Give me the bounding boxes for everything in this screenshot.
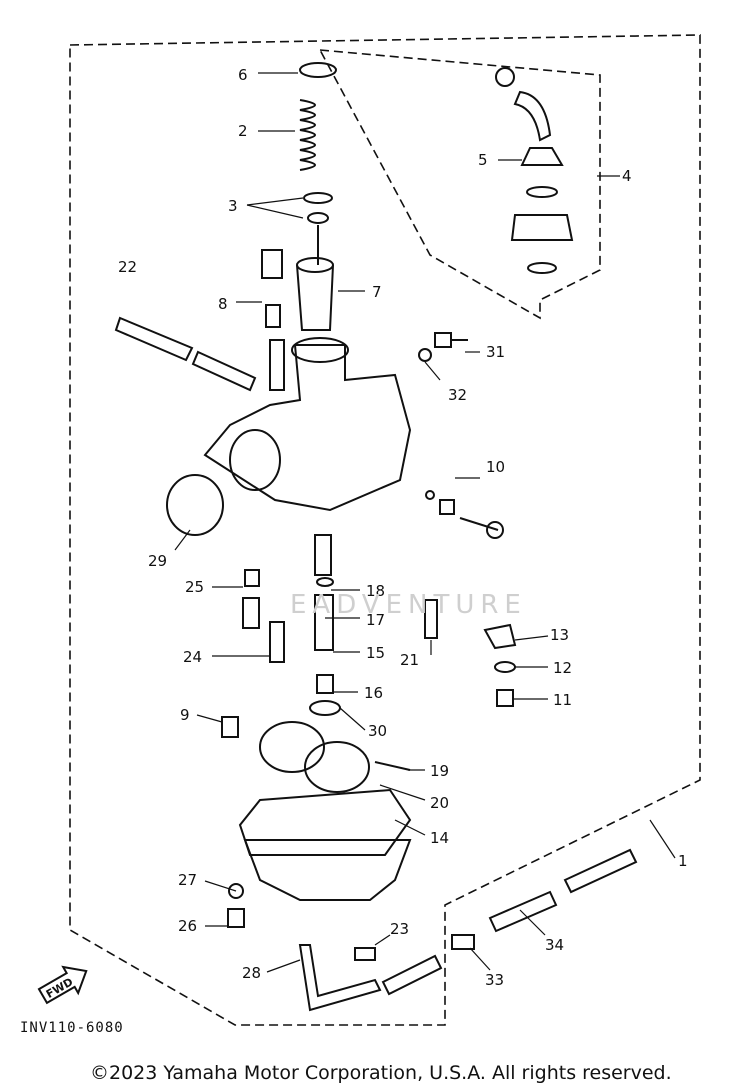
- part-labels: 6 2 3 4 5 7 8 22 31 32 10 29 25 18 17 15…: [118, 66, 688, 989]
- part-6-washer: [299, 62, 337, 78]
- reference-code: INV110-6080: [20, 1020, 124, 1036]
- part-27-washer: [228, 883, 244, 899]
- part-16-main-jet: [316, 674, 334, 694]
- part-2-spring: [299, 99, 316, 171]
- label-24: 24: [183, 648, 202, 666]
- vent-tube-upper: [563, 848, 638, 894]
- part-26-drain-plug: [227, 908, 245, 928]
- part-23-drain-screw: [354, 947, 376, 961]
- label-6: 6: [238, 66, 248, 84]
- label-8: 8: [218, 295, 228, 313]
- part-24-jet: [269, 621, 285, 663]
- label-30: 30: [368, 722, 387, 740]
- label-7: 7: [372, 283, 382, 301]
- assembly-boundary: [69, 34, 701, 1026]
- label-19: 19: [430, 762, 449, 780]
- label-23: 23: [390, 920, 409, 938]
- label-12: 12: [553, 659, 572, 677]
- part-29-gasket: [166, 474, 224, 536]
- label-28: 28: [242, 964, 261, 982]
- part-7-throttle-valve: [296, 257, 334, 331]
- label-22: 22: [118, 258, 137, 276]
- label-26: 26: [178, 917, 197, 935]
- fwd-arrow-icon: FWD: [37, 965, 88, 1005]
- vent-tube-lower: [381, 954, 443, 996]
- label-1: 1: [678, 852, 688, 870]
- label-9: 9: [180, 706, 190, 724]
- part-18-needle-jet: [314, 534, 332, 576]
- part-22-tube: [114, 316, 257, 392]
- label-27: 27: [178, 871, 197, 889]
- fwd-label: FWD: [44, 975, 75, 1001]
- part-17-oring: [316, 577, 334, 587]
- label-25: 25: [185, 578, 204, 596]
- label-33: 33: [485, 971, 504, 989]
- part-13-plate: [483, 623, 517, 650]
- label-14: 14: [430, 829, 449, 847]
- watermark: EADVENTURE: [290, 590, 527, 620]
- label-4: 4: [622, 167, 632, 185]
- part-9-screw: [221, 716, 239, 738]
- label-29: 29: [148, 552, 167, 570]
- leader-lines: [174, 72, 676, 973]
- float-assembly: [259, 721, 370, 793]
- label-15: 15: [366, 644, 385, 662]
- label-5: 5: [478, 151, 488, 169]
- label-3: 3: [228, 197, 238, 215]
- label-13: 13: [550, 626, 569, 644]
- part-11-bolt: [496, 689, 514, 707]
- label-11: 11: [553, 691, 572, 709]
- label-31: 31: [486, 343, 505, 361]
- part-14-gasket: [238, 788, 412, 856]
- label-2: 2: [238, 122, 248, 140]
- carburetor-body: [203, 337, 412, 512]
- label-32: 32: [448, 386, 467, 404]
- label-10: 10: [486, 458, 505, 476]
- part-33-fitting: [451, 934, 475, 950]
- part-8-pilot-screw: [261, 249, 285, 391]
- part-4-cap-assembly: [495, 67, 574, 274]
- sub-assembly-boundary-4: [318, 49, 601, 320]
- float-bowl: [243, 839, 412, 901]
- label-21: 21: [400, 651, 419, 669]
- part-3-clip: [303, 192, 333, 204]
- copyright-text: ©2023 Yamaha Motor Corporation, U.S.A. A…: [90, 1062, 672, 1084]
- label-17: 17: [366, 611, 385, 629]
- part-30-washer: [309, 700, 341, 716]
- label-16: 16: [364, 684, 383, 702]
- part-32-washer: [418, 348, 432, 362]
- part-12-washer: [494, 661, 516, 673]
- label-18: 18: [366, 582, 385, 600]
- part-34-hose: [488, 890, 558, 933]
- label-34: 34: [545, 936, 564, 954]
- part-21-pilot-jet: [424, 599, 438, 639]
- part-31-screw: [434, 332, 468, 348]
- part-3-ring: [307, 212, 329, 224]
- part-15-main-nozzle: [314, 594, 334, 651]
- part-19-pin: [374, 761, 411, 771]
- part-25-starter: [242, 569, 260, 629]
- part-28-hose: [298, 944, 382, 1012]
- part-10-throttle-stop: [425, 490, 504, 539]
- label-20: 20: [430, 794, 449, 812]
